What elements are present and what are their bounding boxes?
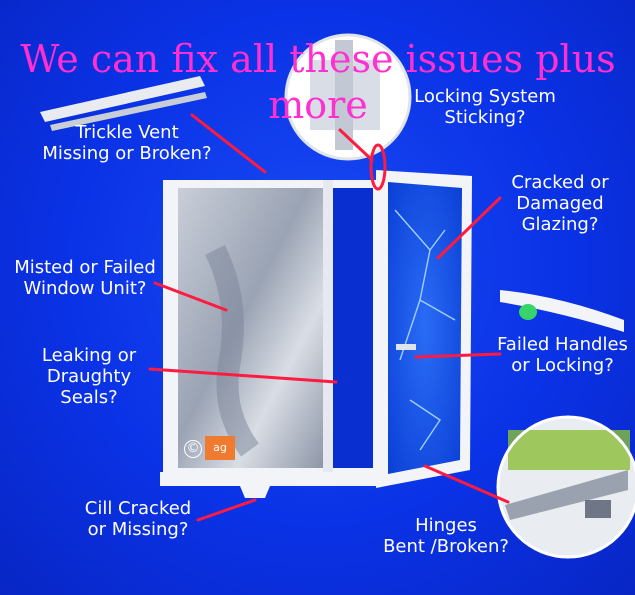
pointer-locking bbox=[338, 128, 374, 162]
open-gap bbox=[333, 188, 373, 468]
label-hinges: Hinges Bent /Broken? bbox=[383, 515, 509, 557]
pointer-hinges bbox=[423, 464, 510, 504]
pointer-handles bbox=[414, 352, 502, 359]
copyright-mark: © bbox=[184, 440, 202, 458]
headline: We can fix all these issues plus more bbox=[20, 37, 616, 127]
pointer-leaking bbox=[148, 367, 338, 384]
pointer-trickle-vent bbox=[190, 113, 267, 174]
label-cracked-glazing: Cracked or Damaged Glazing? bbox=[511, 172, 609, 235]
hinge-inset bbox=[496, 415, 635, 559]
casement-handle bbox=[396, 344, 416, 350]
label-locking-system: Locking System Sticking? bbox=[414, 86, 556, 128]
pointer-locking-ring bbox=[369, 143, 387, 191]
brand-logo: ag bbox=[205, 436, 235, 460]
pointer-misted bbox=[153, 281, 228, 312]
label-misted-unit: Misted or Failed Window Unit? bbox=[14, 257, 156, 299]
handle-image bbox=[500, 290, 624, 332]
window-cill bbox=[160, 472, 382, 486]
label-trickle-vent: Trickle Vent Missing or Broken? bbox=[42, 122, 212, 164]
locking-inset bbox=[284, 33, 412, 161]
cracked-glass-pane bbox=[388, 182, 462, 474]
misted-glass-pane bbox=[178, 188, 323, 468]
label-leaking-seals: Leaking or Draughty Seals? bbox=[41, 345, 137, 408]
label-failed-handles: Failed Handles or Locking? bbox=[497, 334, 628, 376]
open-casement bbox=[376, 170, 472, 488]
pointer-cill bbox=[196, 498, 257, 522]
trickle-vent-image bbox=[40, 76, 207, 131]
label-cill: Cill Cracked or Missing? bbox=[84, 498, 192, 540]
window-frame bbox=[160, 180, 382, 498]
pointer-cracked bbox=[436, 196, 502, 260]
